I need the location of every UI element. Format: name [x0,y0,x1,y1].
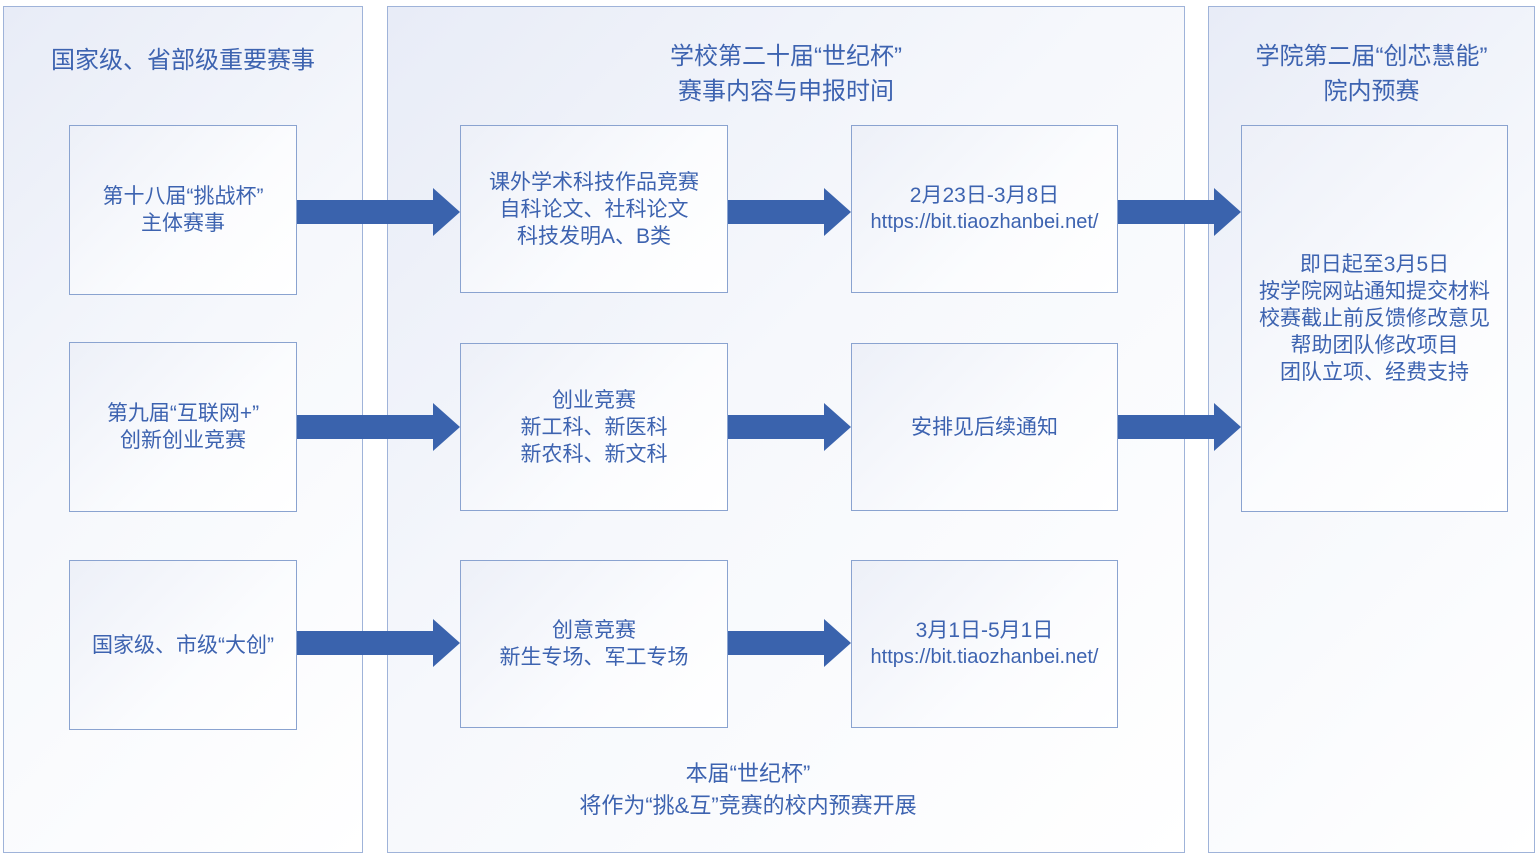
arrow-head-icon [433,619,460,667]
node-schedule-creative: 3月1日-5月1日 https://bit.tiaozhanbei.net/ [851,560,1118,728]
schedule-date: 安排见后续通知 [911,415,1058,439]
node-text: 第十八届“挑战杯” [102,185,264,208]
node-text: 创意竞赛 [552,619,636,642]
flow-arrow-row2-left-to-content [297,403,460,451]
node-text: 国家级、市级“大创” [92,633,274,657]
node-schedule-entrepreneurship: 安排见后续通知 [851,343,1118,511]
flow-arrow-row3-left-to-content [297,619,460,667]
arrow-shaft [297,415,434,439]
node-academic-works-competition: 课外学术科技作品竞赛 自科论文、社科论文 科技发明A、B类 [460,125,728,293]
node-entrepreneurship-competition: 创业竞赛 新工科、新医科 新农科、新文科 [460,343,728,511]
arrow-head-icon [433,188,460,236]
flow-arrow-row2-schedule-to-college [1118,403,1241,451]
node-creative-competition: 创意竞赛 新生专场、军工专场 [460,560,728,728]
arrow-shaft [728,415,825,439]
panel-title-century-cup-line1: 学校第二十届“世纪杯” [670,43,902,70]
node-schedule-academic: 2月23日-3月8日 https://bit.tiaozhanbei.net/ [851,125,1118,293]
node-text: 课外学术科技作品竞赛 [489,170,699,194]
schedule-date: 2月23日-3月8日 [909,184,1060,207]
footer-note: 本届“世纪杯” 将作为“挑&互”竞赛的校内预赛开展 [387,758,1109,822]
node-internet-plus: 第九届“互联网+” 创新创业竞赛 [69,342,297,512]
node-college-process: 即日起至3月5日 按学院网站通知提交材料 校赛截止前反馈修改意见 帮助团队修改项… [1241,125,1508,512]
arrow-shaft [728,200,825,224]
schedule-date: 3月1日-5月1日 [915,619,1054,642]
node-text: 校赛截止前反馈修改意见 [1259,307,1490,330]
node-text: 主体赛事 [141,212,225,235]
arrow-head-icon [1214,188,1241,236]
arrow-head-icon [1214,403,1241,451]
panel-title-national: 国家级、省部级重要赛事 [51,47,315,74]
schedule-url: https://bit.tiaozhanbei.net/ [870,211,1099,233]
panel-title-college-line2: 院内预赛 [1323,78,1420,105]
node-text: 帮助团队修改项目 [1290,334,1459,357]
arrow-shaft [1118,415,1215,439]
schedule-url: https://bit.tiaozhanbei.net/ [870,646,1099,668]
panel-title-college-line1: 学院第二届“创芯慧能” [1255,43,1488,70]
node-text: 第九届“互联网+” [106,402,260,425]
arrow-shaft [1118,200,1215,224]
node-text: 创业竞赛 [552,388,636,412]
flow-arrow-row1-left-to-content [297,188,460,236]
node-text: 创新创业竞赛 [120,429,246,452]
node-text: 科技发明A、B类 [516,224,671,248]
node-text: 自科论文、社科论文 [499,197,689,221]
arrow-head-icon [824,619,851,667]
flow-arrow-row2-content-to-schedule [728,403,851,451]
node-dachuang: 国家级、市级“大创” [69,560,297,730]
arrow-shaft [297,631,434,655]
node-challenge-cup: 第十八届“挑战杯” 主体赛事 [69,125,297,295]
node-text: 新工科、新医科 [520,415,668,439]
arrow-head-icon [824,188,851,236]
panel-title-century-cup-line2: 赛事内容与申报时间 [678,78,894,105]
arrow-shaft [297,200,434,224]
node-text: 即日起至3月5日 [1299,253,1450,276]
flow-arrow-row1-schedule-to-college [1118,188,1241,236]
flow-arrow-row3-content-to-schedule [728,619,851,667]
arrow-shaft [728,631,825,655]
footer-note-line2: 将作为“挑&互”竞赛的校内预赛开展 [579,793,917,818]
node-text: 按学院网站通知提交材料 [1259,280,1490,303]
arrow-head-icon [824,403,851,451]
node-text: 新生专场、军工专场 [499,646,689,669]
node-text: 团队立项、经费支持 [1280,361,1469,384]
arrow-head-icon [433,403,460,451]
node-text: 新农科、新文科 [520,442,668,466]
footer-note-line1: 本届“世纪杯” [685,761,811,786]
flow-arrow-row1-content-to-schedule [728,188,851,236]
